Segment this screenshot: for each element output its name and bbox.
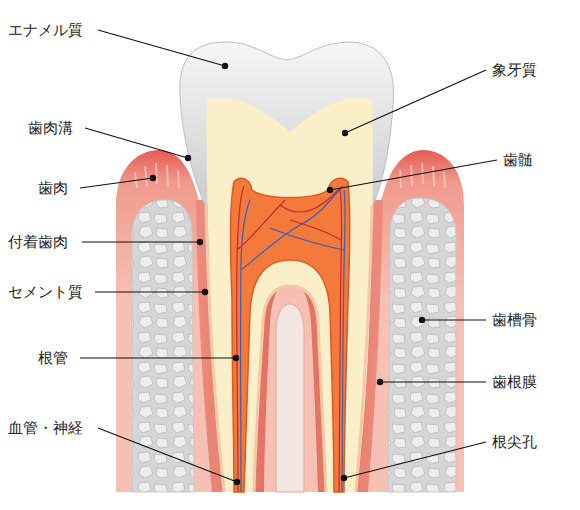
part-label: エナメル質 (8, 20, 83, 40)
part-label: セメント質 (8, 282, 83, 302)
part-label: 付着歯肉 (8, 232, 68, 252)
part-label: 根管 (38, 348, 68, 368)
part-label: 血管・神経 (8, 418, 83, 438)
part-label: 歯槽骨 (492, 310, 537, 330)
part-label: 歯肉 (38, 178, 68, 198)
part-label: 根尖孔 (492, 432, 537, 452)
part-label: 歯髄 (503, 150, 533, 170)
part-label: 象牙質 (492, 60, 537, 80)
part-label: 歯肉溝 (28, 118, 73, 138)
part-label: 歯根膜 (492, 372, 537, 392)
